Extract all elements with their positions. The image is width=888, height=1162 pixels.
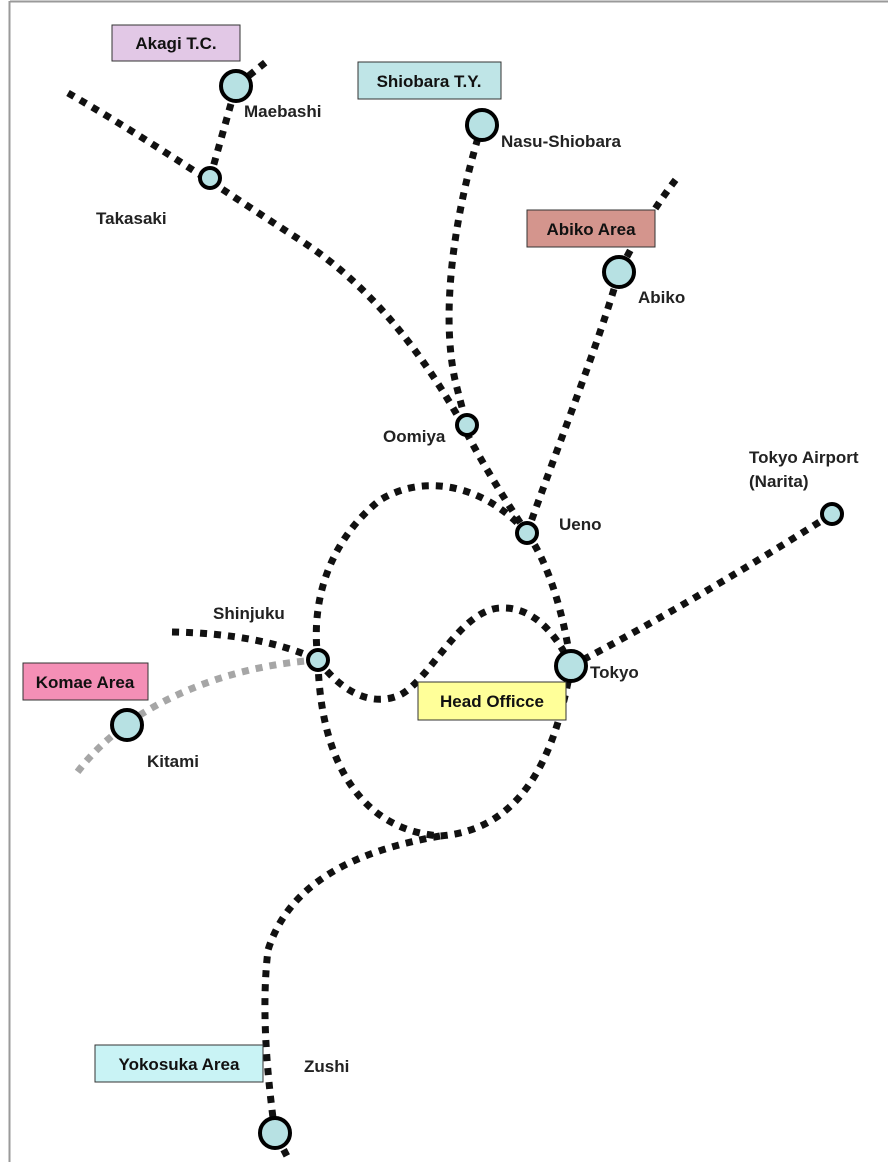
station-zushi[interactable] xyxy=(258,1116,292,1150)
line-yokosuka xyxy=(261,832,441,1162)
area-shiobara-label: Shiobara T.Y. xyxy=(377,72,482,91)
line-chuo-west xyxy=(171,628,320,664)
station-shinjuku[interactable] xyxy=(306,648,330,672)
line-abiko xyxy=(523,175,680,535)
line-odakyu-komae xyxy=(73,656,319,777)
label-ueno: Ueno xyxy=(559,515,602,534)
area-yokosuka[interactable]: Yokosuka Area xyxy=(94,1044,264,1083)
area-komae-label: Komae Area xyxy=(36,673,135,692)
area-abiko-box xyxy=(526,209,656,248)
line-narita xyxy=(569,511,834,670)
line-loop-north xyxy=(312,482,530,661)
label-tokyo: Tokyo xyxy=(590,663,639,682)
label-tokyo-airport: Tokyo Airport xyxy=(749,448,859,467)
label-kitami: Kitami xyxy=(147,752,199,771)
area-komae-box xyxy=(22,662,149,701)
label-nasu-shiobara: Nasu-Shiobara xyxy=(501,132,622,151)
label-takasaki: Takasaki xyxy=(96,209,167,228)
line-takasaki-maebashi xyxy=(206,59,269,179)
station-maebashi[interactable] xyxy=(219,69,253,103)
label-shinjuku: Shinjuku xyxy=(213,604,285,623)
station-takasaki[interactable] xyxy=(198,166,222,190)
area-akagi-label: Akagi T.C. xyxy=(135,34,216,53)
area-akagi[interactable]: Akagi T.C. xyxy=(111,24,241,62)
station-abiko[interactable] xyxy=(602,255,636,289)
station-kitami[interactable] xyxy=(110,708,144,742)
area-yokosuka-box xyxy=(94,1044,264,1083)
station-tokyo-airport[interactable] xyxy=(820,502,844,526)
area-yokosuka-label: Yokosuka Area xyxy=(119,1055,240,1074)
label-maebashi: Maebashi xyxy=(244,102,321,121)
area-head-office[interactable]: Head Officce xyxy=(417,681,567,721)
station-oomiya[interactable] xyxy=(455,413,479,437)
station-nasu-shiobara[interactable] xyxy=(465,108,499,142)
area-shiobara[interactable]: Shiobara T.Y. xyxy=(357,61,502,100)
label-narita: (Narita) xyxy=(749,472,809,491)
area-head-office-box xyxy=(417,681,567,721)
area-abiko-label: Abiko Area xyxy=(546,220,636,239)
station-ueno[interactable] xyxy=(515,521,539,545)
label-abiko: Abiko xyxy=(638,288,685,307)
area-abiko[interactable]: Abiko Area xyxy=(526,209,656,248)
label-zushi: Zushi xyxy=(304,1057,349,1076)
area-shiobara-box xyxy=(357,61,502,100)
area-akagi-box xyxy=(111,24,241,62)
label-oomiya: Oomiya xyxy=(383,427,446,446)
line-takasaki-ueno xyxy=(66,89,530,535)
station-tokyo[interactable] xyxy=(554,649,588,683)
area-komae[interactable]: Komae Area xyxy=(22,662,149,701)
line-nasu-shiobara xyxy=(445,123,486,427)
area-head-office-label: Head Officce xyxy=(440,692,544,711)
